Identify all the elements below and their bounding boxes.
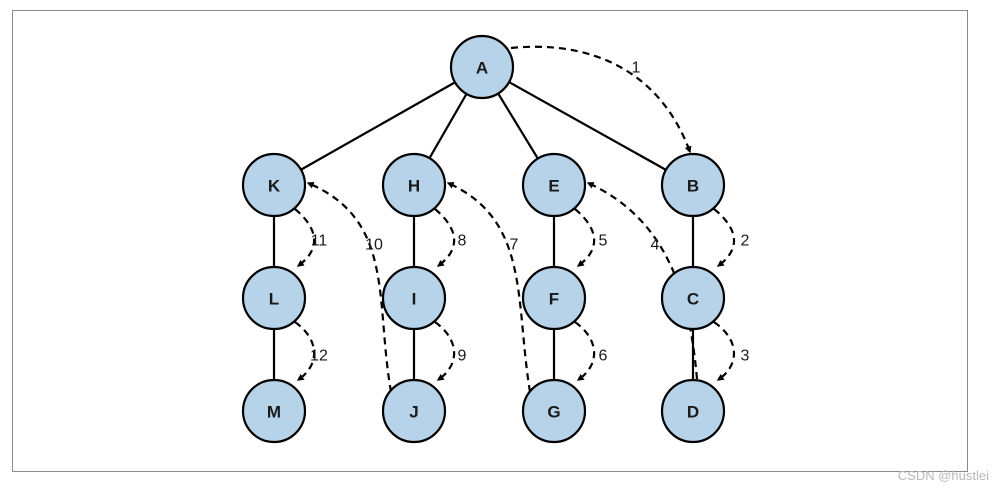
- traversal-step-label: 5: [599, 233, 608, 250]
- edge-a-k: [273, 66, 483, 186]
- node-c: C: [660, 265, 726, 331]
- edge-a-b: [481, 66, 694, 186]
- node-label: G: [547, 403, 560, 422]
- node-label: C: [687, 290, 699, 309]
- node-circle: [660, 378, 726, 444]
- traversal-step-label: 4: [651, 237, 660, 254]
- node-label: E: [548, 177, 559, 196]
- traversal-arrow-a-b: [510, 45, 692, 154]
- node-circle: [241, 265, 307, 331]
- traversal-arrow-b-c: [713, 208, 736, 267]
- node-j: J: [381, 378, 447, 444]
- traversal-arrow-g-h: [446, 181, 532, 393]
- tree-nodes: A K H E B L I F C M J G D: [241, 34, 726, 444]
- node-circle: [381, 152, 447, 218]
- node-label: A: [476, 59, 488, 78]
- watermark-text: CSDN @hustlei: [897, 468, 989, 483]
- tree-edges: [272, 66, 695, 411]
- traversal-arrows: [294, 45, 736, 393]
- traversal-step-label: 2: [741, 233, 750, 250]
- traversal-arrow-i-j: [434, 321, 456, 381]
- traversal-step-label: 9: [458, 348, 467, 365]
- traversal-step-label: 6: [599, 348, 608, 365]
- node-label: F: [549, 290, 559, 309]
- node-label: K: [268, 177, 281, 196]
- traversal-step-label: 11: [311, 233, 328, 250]
- node-l: L: [241, 265, 307, 331]
- node-circle: [381, 378, 447, 444]
- traversal-step-label: 7: [510, 237, 519, 254]
- traversal-step-label: 8: [458, 233, 467, 250]
- node-f: F: [521, 265, 587, 331]
- node-a: A: [449, 34, 515, 100]
- node-k: K: [241, 152, 307, 218]
- traversal-step-label: 12: [310, 348, 328, 365]
- node-label: L: [269, 290, 279, 309]
- node-circle: [660, 265, 726, 331]
- node-label: B: [687, 177, 699, 196]
- node-circle: [660, 152, 726, 218]
- node-circle: [521, 378, 587, 444]
- node-g: G: [521, 378, 587, 444]
- traversal-arrow-f-g: [574, 321, 596, 381]
- traversal-arrow-l-m: [294, 321, 316, 381]
- traversal-arrow-d-e: [586, 181, 699, 380]
- node-h: H: [381, 152, 447, 218]
- node-e: E: [521, 152, 587, 218]
- traversal-step-label: 1: [632, 60, 641, 77]
- node-i: I: [381, 265, 447, 331]
- node-label: H: [408, 177, 420, 196]
- node-circle: [521, 152, 587, 218]
- node-label: I: [412, 290, 417, 309]
- traversal-step-label: 10: [365, 237, 383, 254]
- node-label: J: [409, 403, 418, 422]
- node-label: D: [687, 403, 699, 422]
- node-m: M: [241, 378, 307, 444]
- node-b: B: [660, 152, 726, 218]
- traversal-arrow-k-l: [294, 208, 316, 267]
- node-d: D: [660, 378, 726, 444]
- traversal-arrow-c-d: [713, 321, 736, 381]
- traversal-arrow-e-f: [574, 208, 596, 267]
- node-circle: [241, 378, 307, 444]
- node-circle: [521, 265, 587, 331]
- node-circle: [381, 265, 447, 331]
- node-circle: [241, 152, 307, 218]
- node-label: M: [267, 403, 281, 422]
- traversal-arrow-h-i: [434, 208, 456, 267]
- node-circle: [449, 34, 515, 100]
- traversal-step-label: 3: [741, 348, 750, 365]
- traversal-arrow-j-k: [306, 181, 393, 393]
